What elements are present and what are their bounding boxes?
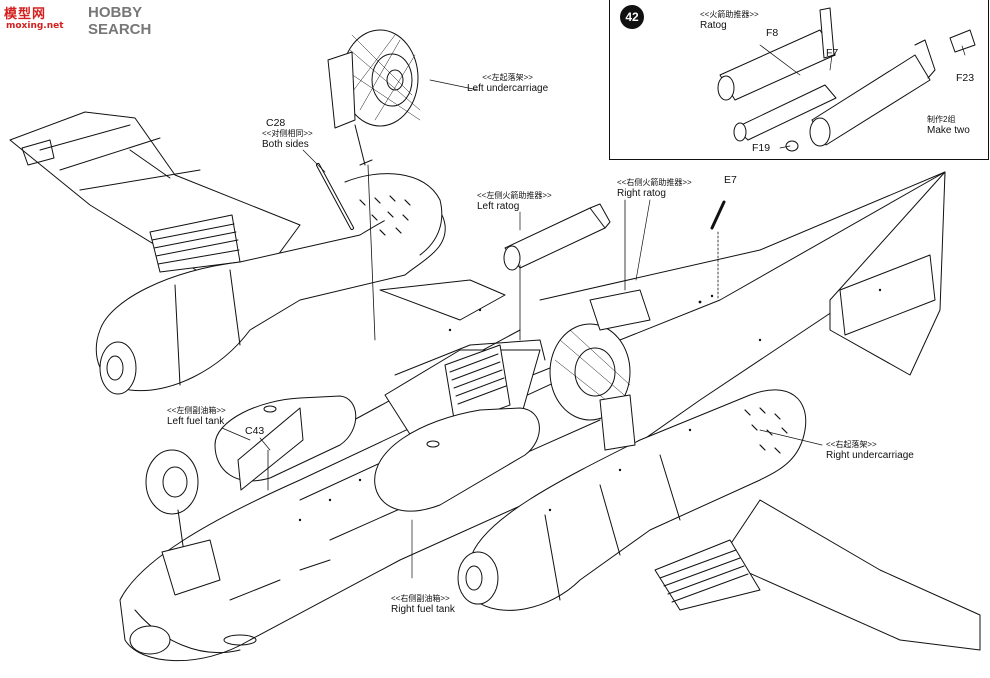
left-undercarriage-part: [327, 29, 421, 341]
label-left-undercarriage: <<左起落架>> Left undercarriage: [467, 73, 548, 95]
label-left-ratog-cn: <<左侧火箭助推器>>: [477, 191, 552, 200]
label-right-fuel-tank-cn: <<右侧副油箱>>: [391, 594, 450, 603]
step-inset-frame: [609, 0, 989, 160]
label-right-ratog-en: Right ratog: [617, 188, 666, 199]
label-c28: C28: [266, 117, 286, 129]
watermark-brand: HOBBY SEARCH: [88, 4, 152, 38]
label-f19: F19: [752, 142, 771, 154]
label-f8: F8: [766, 27, 779, 39]
e7-part: [710, 200, 726, 301]
label-right-ratog: <<右侧火箭助推器>> Right ratog: [617, 178, 692, 200]
label-right-undercarriage-cn: <<右起落架>>: [826, 440, 877, 449]
label-make-two: 制作2组 Make two: [927, 115, 970, 137]
watermark: 模型网 HOBBY SEARCH moxing.net: [4, 3, 164, 38]
label-ratog-group-en: Ratog: [700, 20, 727, 31]
label-left-undercarriage-en: Left undercarriage: [467, 83, 549, 94]
label-ratog-group-cn: <<火箭助推器>>: [700, 10, 759, 19]
right-ratog-part: [589, 199, 651, 331]
label-both-sides: <<对侧相同>> Both sides: [262, 129, 313, 151]
label-left-fuel-tank-en: Left fuel tank: [167, 416, 225, 427]
label-left-ratog: <<左侧火箭助推器>> Left ratog: [477, 191, 552, 213]
label-left-fuel-tank-cn: <<左侧副油箱>>: [167, 406, 226, 415]
right-wing: [654, 171, 981, 651]
label-f7: F7: [826, 47, 839, 59]
ratog-inset-drawing: [717, 7, 976, 152]
label-left-fuel-tank: <<左侧副油箱>> Left fuel tank: [167, 406, 226, 428]
c28-part: [316, 163, 354, 230]
rivet-detail: [298, 288, 882, 522]
left-engine-nacelle: [95, 173, 446, 395]
watermark-url: moxing.net: [6, 21, 64, 31]
label-left-ratog-en: Left ratog: [477, 201, 520, 212]
leader-lines: [221, 44, 966, 579]
label-c43: C43: [245, 425, 265, 437]
step-number-badge: 42: [620, 5, 644, 29]
label-make-two-cn: 制作2组: [927, 115, 956, 124]
label-f23: F23: [956, 72, 975, 84]
right-engine-nacelle: [457, 389, 807, 611]
right-undercarriage-part: [549, 323, 636, 451]
label-ratog-group: <<火箭助推器>> Ratog: [700, 10, 759, 32]
label-right-undercarriage-en: Right undercarriage: [826, 450, 914, 461]
c43-part: [237, 407, 304, 491]
label-right-fuel-tank: <<右侧副油箱>> Right fuel tank: [391, 594, 455, 616]
nose-wheel-part: [145, 449, 221, 596]
label-right-undercarriage: <<右起落架>> Right undercarriage: [826, 440, 914, 462]
label-make-two-en: Make two: [927, 125, 970, 136]
label-right-ratog-cn: <<右侧火箭助推器>>: [617, 178, 692, 187]
label-e7: E7: [724, 174, 737, 186]
left-wing: [9, 111, 301, 301]
label-both-sides-en: Both sides: [262, 139, 309, 150]
watermark-logo: 模型网: [4, 7, 47, 22]
left-ratog-part: [503, 203, 611, 341]
label-right-fuel-tank-en: Right fuel tank: [391, 604, 455, 615]
right-fuel-tank: [374, 407, 540, 512]
label-both-sides-cn: <<对侧相同>>: [262, 129, 313, 138]
label-left-undercarriage-cn: <<左起落架>>: [482, 73, 533, 82]
